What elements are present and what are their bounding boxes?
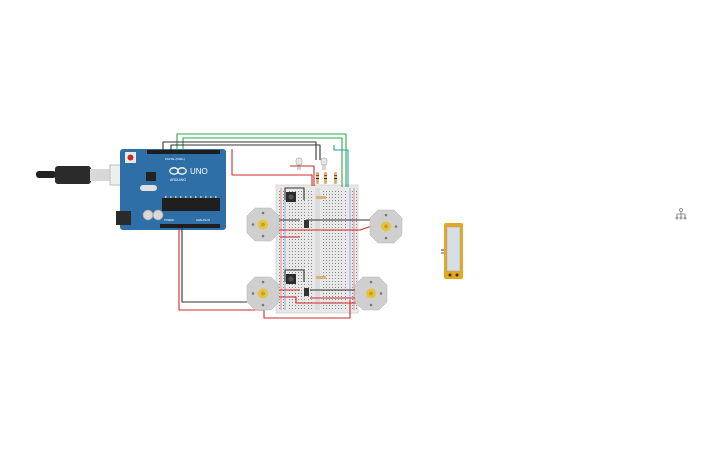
wire-red[interactable] <box>231 149 313 186</box>
crystal <box>140 185 157 191</box>
wire-black[interactable] <box>162 141 317 160</box>
wire-black[interactable] <box>181 228 252 303</box>
wire-teal[interactable] <box>333 145 349 187</box>
transistor[interactable] <box>304 288 309 296</box>
resistor[interactable] <box>334 172 337 184</box>
battery-pack[interactable] <box>441 223 463 279</box>
usb-chip <box>146 172 156 181</box>
pushbutton[interactable] <box>286 274 296 284</box>
infinity-logo-icon <box>169 167 187 175</box>
wire-red[interactable] <box>178 228 351 319</box>
brand-label: ARDUINO <box>170 178 186 182</box>
power-jack <box>116 211 131 225</box>
resistor[interactable] <box>316 172 319 184</box>
wire-black[interactable] <box>284 187 305 200</box>
wire-green[interactable] <box>182 137 343 187</box>
breadboard-holes <box>279 191 357 309</box>
breadboard[interactable] <box>275 184 359 314</box>
model-label: UNO <box>190 167 208 176</box>
dc-motor[interactable] <box>354 276 388 311</box>
atmega-chip <box>162 198 220 211</box>
pushbutton[interactable] <box>286 192 296 202</box>
digital-header <box>147 150 220 154</box>
capacitor <box>152 209 164 221</box>
dc-motor[interactable] <box>246 276 280 311</box>
led[interactable] <box>320 157 328 170</box>
wire-red[interactable] <box>276 225 373 231</box>
wire-red[interactable] <box>276 296 358 304</box>
resistor[interactable] <box>316 276 326 279</box>
dc-motor[interactable] <box>246 207 280 242</box>
wires <box>162 133 373 319</box>
wire-black[interactable] <box>170 144 321 160</box>
dc-motor[interactable] <box>369 209 403 244</box>
led[interactable] <box>295 157 303 170</box>
resistor[interactable] <box>324 172 327 184</box>
arduino-uno-board[interactable]: UNO ARDUINO DIGITAL (PWM~) POWER ANALOG … <box>116 149 226 230</box>
transistor[interactable] <box>304 220 309 228</box>
analog-header-label: ANALOG IN <box>196 218 210 222</box>
analog-header <box>160 224 220 228</box>
power-header-label: POWER <box>164 218 174 222</box>
sitemap-icon[interactable] <box>675 208 687 220</box>
wire-black[interactable] <box>284 269 305 282</box>
resistor[interactable] <box>316 196 326 199</box>
capacitor <box>142 209 154 221</box>
wire-red[interactable] <box>290 165 315 186</box>
digital-header-label: DIGITAL (PWM~) <box>165 157 185 161</box>
